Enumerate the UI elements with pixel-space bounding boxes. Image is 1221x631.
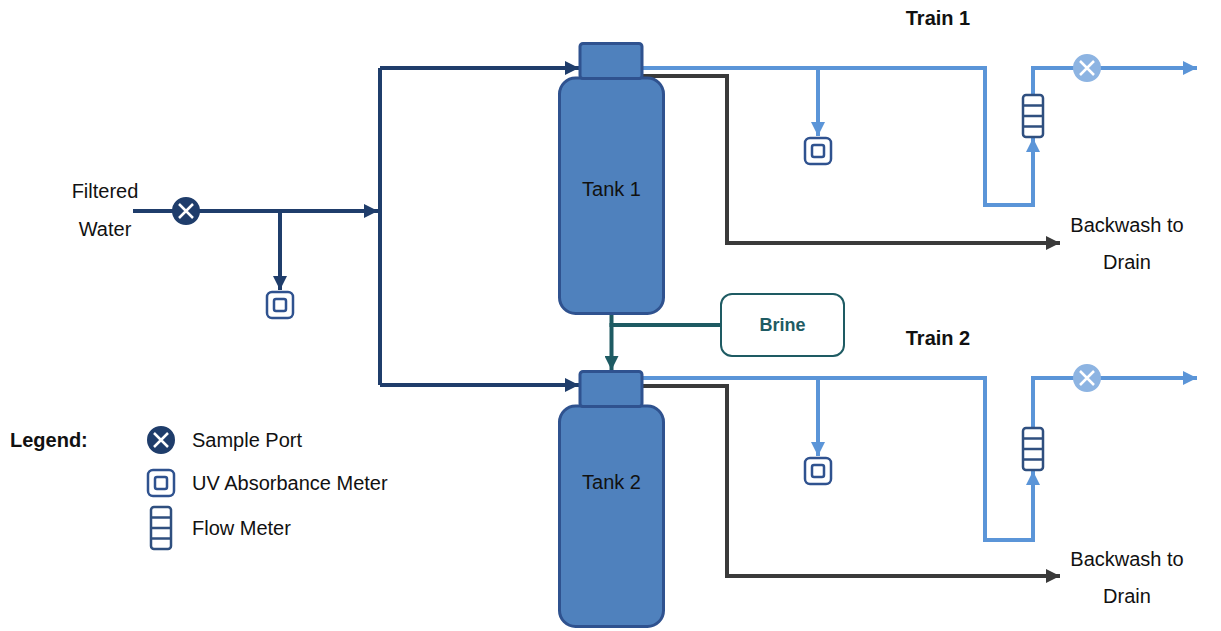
tank-label: Tank 1 — [558, 178, 665, 201]
label-text: Train 1 — [906, 7, 970, 29]
influent-pipe — [133, 68, 579, 385]
legend-text: Sample Port — [192, 429, 302, 451]
legend-entry: Sample Port — [192, 428, 302, 452]
train-label: Train 1 — [868, 6, 1008, 30]
tank-label: Tank 2 — [558, 471, 665, 494]
label-text: Backwash to Drain — [1070, 548, 1183, 607]
label-text: Backwash to Drain — [1070, 214, 1183, 273]
brine-line — [612, 325, 721, 370]
tank-outline — [558, 370, 665, 628]
label-text: Filtered Water — [72, 180, 139, 240]
legend-entry: UV Absorbance Meter — [192, 471, 388, 495]
label-text: Train 2 — [906, 327, 970, 349]
drain-label: Backwash to Drain — [1062, 207, 1192, 281]
train-label: Train 2 — [868, 326, 1008, 350]
drain-label: Backwash to Drain — [1062, 541, 1192, 615]
legend-text: UV Absorbance Meter — [192, 472, 388, 494]
sample-port-symbol — [148, 55, 1100, 453]
brine-tank: Brine — [720, 293, 845, 357]
box-label: Brine — [759, 315, 805, 336]
label-text: Legend: — [10, 429, 88, 451]
legend-entry: Flow Meter — [192, 516, 291, 540]
inlet-label: Filtered Water — [55, 172, 155, 248]
legend-heading: Legend: — [10, 428, 120, 452]
legend-text: Flow Meter — [192, 517, 291, 539]
tank-vessel: Tank 1 — [558, 42, 665, 315]
tank-vessel: Tank 2 — [558, 370, 665, 628]
